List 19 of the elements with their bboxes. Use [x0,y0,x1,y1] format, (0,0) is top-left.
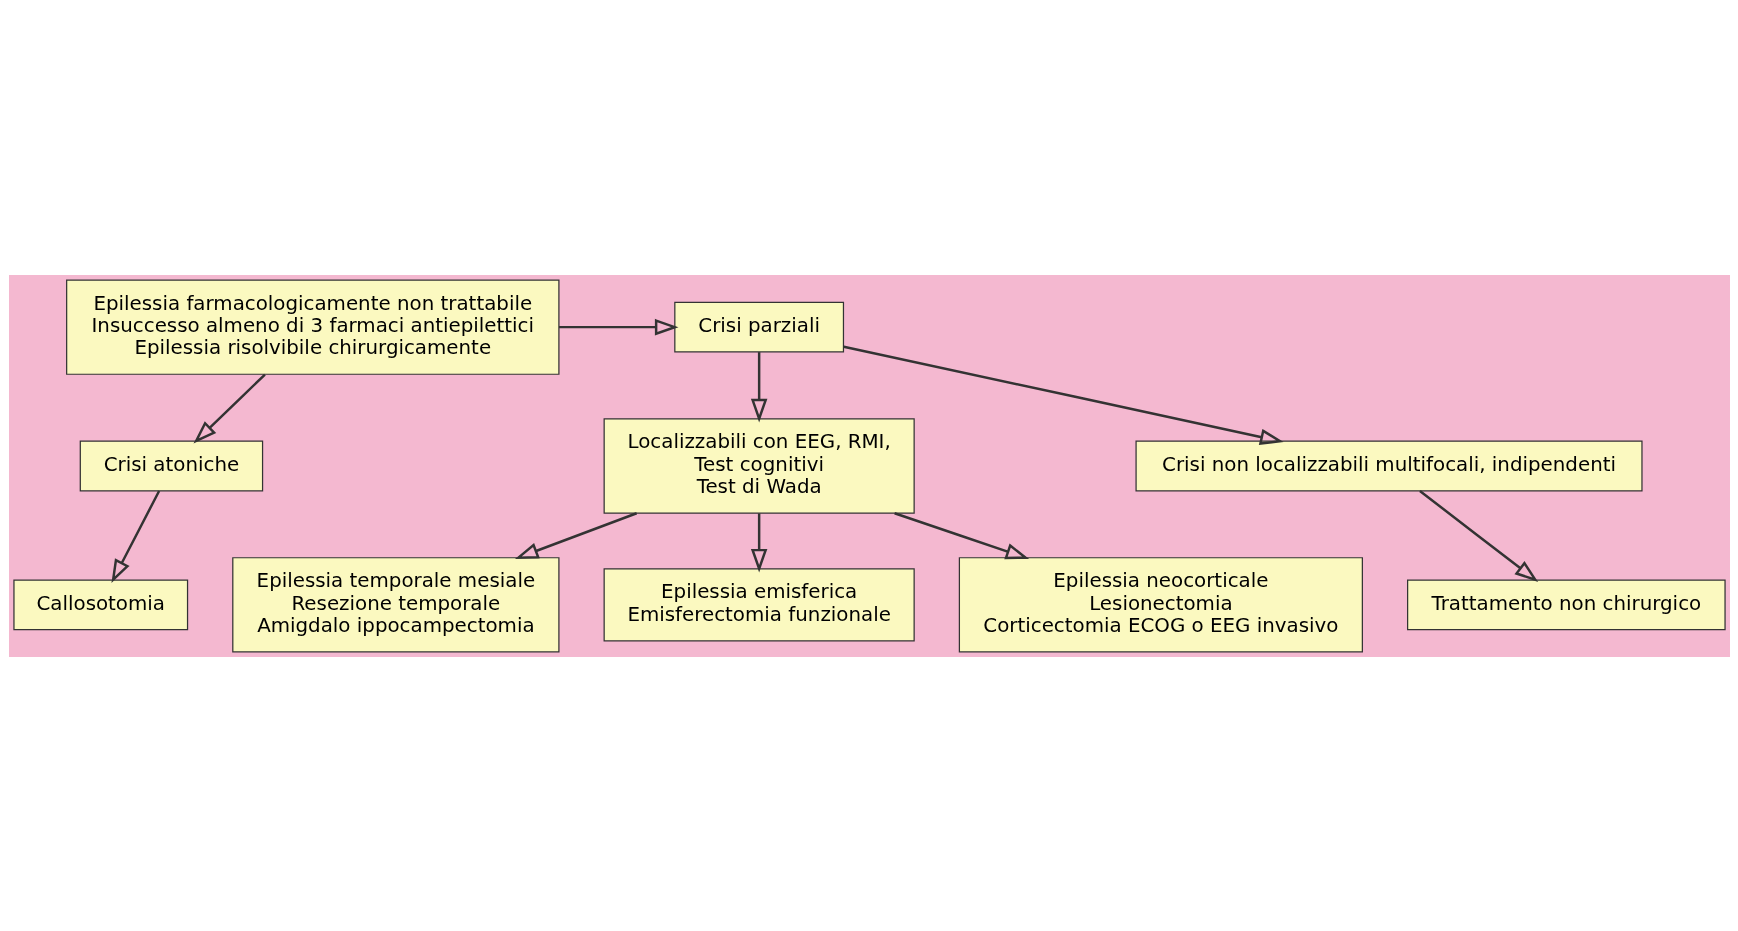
node-box: Trattamento non chirurgico [1406,578,1726,630]
node-box: Crisi parziali [673,301,844,353]
arrow [750,351,767,422]
arrow [843,345,1284,445]
node-box: Epilessia farmacologicamente non trattabile Insuccesso almeno di 3 farmaci antiepilettici Epilessia risolvibile chirurgicamente [65,278,559,375]
arrow [750,512,767,572]
arrow [110,489,160,583]
node-box: Epilessia neocorticale Lesionectomia Corticectomia ECOG o EEG invasivo [958,556,1363,653]
arrow [893,511,1029,559]
arrow [514,511,637,559]
arrow [558,318,678,335]
node-box: Epilessia emisferica Emisferectomia funzionale [603,567,915,641]
arrow [1418,489,1538,582]
node-box: Epilessia temporale mesiale Resezione temporale Amigdalo ippocampectomia [231,556,559,653]
node-box: Callosotomia [12,578,188,630]
node-box: Localizzabili con EEG, RMI, Test cognitivi Test di Wada [603,417,915,514]
arrow [193,373,266,443]
node-box: Crisi non localizzabili multifocali, indipendenti [1134,440,1643,491]
node-box: Crisi atoniche [79,440,263,491]
